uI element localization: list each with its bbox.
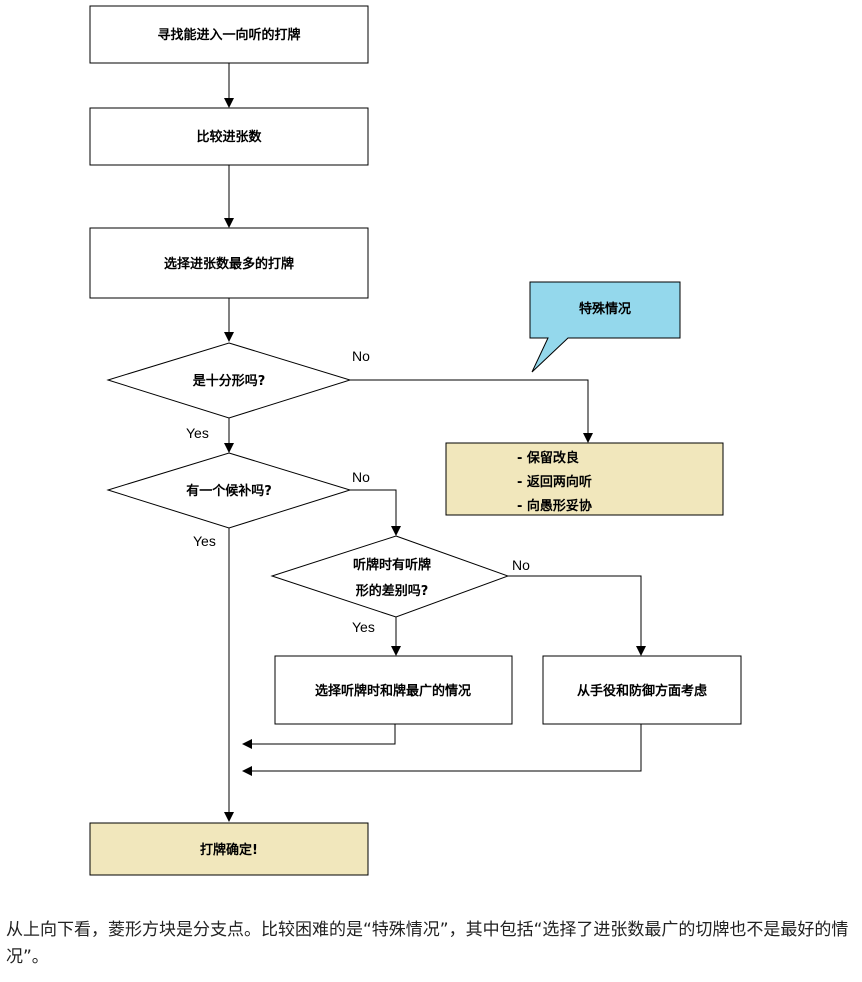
- decision-is-shifen: 是十分形吗?: [106, 342, 352, 419]
- node-decided: 打牌确定!: [89, 822, 369, 876]
- node-find-discard-label: 寻找能进入一向听的打牌: [157, 27, 300, 43]
- label-no-1: No: [352, 348, 370, 364]
- label-yes-2: Yes: [193, 533, 216, 549]
- special-item-3: - 向愚形妥协: [517, 498, 592, 514]
- edge-d2-no: [350, 489, 401, 536]
- edge-widest-return: [242, 724, 396, 749]
- label-no-3: No: [512, 557, 530, 573]
- special-callout: 特殊情况: [529, 281, 681, 373]
- node-choose-widest: 选择听牌时和牌最广的情况: [274, 655, 513, 725]
- decision-is-shifen-label: 是十分形吗?: [192, 373, 266, 389]
- node-hand-defense-label: 从手役和防御方面考虑: [577, 683, 707, 699]
- label-yes-3: Yes: [352, 619, 375, 635]
- edge-d1-no: [350, 379, 593, 443]
- node-choose-widest-label: 选择听牌时和牌最广的情况: [315, 683, 471, 699]
- decision-tenpai-diff-line1: 听牌时有听牌: [353, 557, 431, 573]
- edge-d3-no: [508, 575, 646, 656]
- decision-tenpai-diff-line2: 形的差别吗?: [356, 583, 429, 599]
- edge-defense-return: [242, 724, 642, 776]
- node-compare-count-label: 比较进张数: [196, 129, 262, 145]
- special-callout-label: 特殊情况: [579, 301, 631, 317]
- special-item-1: - 保留改良: [517, 450, 579, 466]
- flowchart: 寻找能进入一向听的打牌 比较进张数 选择进张数最多的打牌 是十分形吗? No Y…: [89, 5, 742, 876]
- decision-one-candidate-label: 有一个候补吗?: [186, 483, 272, 499]
- node-choose-most-label: 选择进张数最多的打牌: [164, 256, 294, 272]
- node-choose-most: 选择进张数最多的打牌: [89, 227, 369, 299]
- node-decided-label: 打牌确定!: [200, 842, 258, 858]
- label-yes-1: Yes: [186, 425, 209, 441]
- caption: 从上向下看，菱形方块是分支点。比较困难的是“特殊情况”，其中包括“选择了进张数最…: [6, 920, 849, 967]
- decision-one-candidate: 有一个候补吗?: [106, 452, 352, 529]
- node-find-discard: 寻找能进入一向听的打牌: [89, 5, 369, 64]
- label-no-2: No: [352, 469, 370, 485]
- node-hand-defense: 从手役和防御方面考虑: [542, 655, 742, 725]
- decision-tenpai-diff: 听牌时有听牌 形的差别吗?: [270, 535, 510, 618]
- special-list: - 保留改良 - 返回两向听 - 向愚形妥协: [445, 442, 724, 516]
- node-compare-count: 比较进张数: [89, 107, 369, 166]
- special-item-2: - 返回两向听: [517, 474, 592, 490]
